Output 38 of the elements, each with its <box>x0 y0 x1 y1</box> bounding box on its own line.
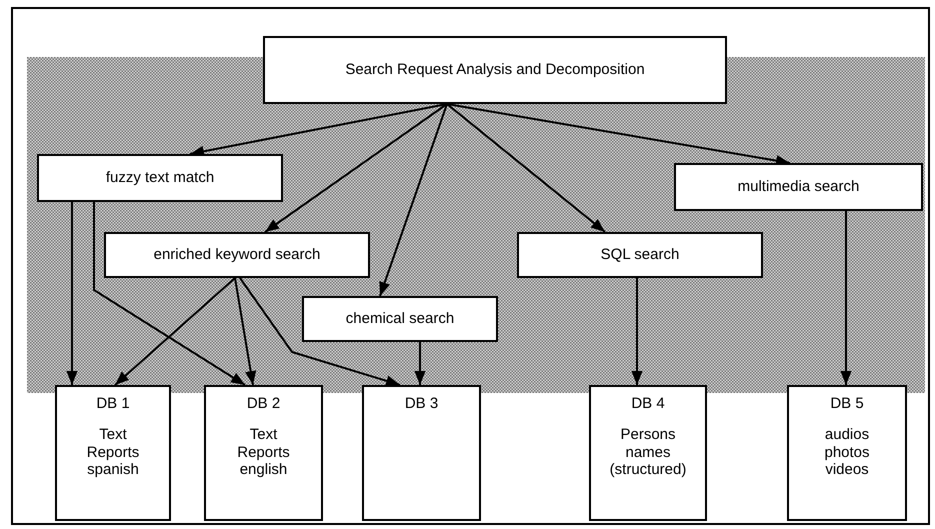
process-box <box>674 163 923 211</box>
database-label: DB 3 <box>404 395 438 412</box>
arrow <box>379 104 448 296</box>
box-label: enriched keyword search <box>154 246 320 264</box>
box-label: Search Request Analysis and Decomposition <box>345 61 645 79</box>
arrow <box>114 277 236 386</box>
arrow <box>93 202 246 386</box>
database-description: Text Reports english <box>237 426 290 478</box>
process-box <box>263 36 727 104</box>
arrow <box>414 342 426 385</box>
database-description: Text Reports spanish <box>86 426 140 478</box>
arrow <box>631 278 643 385</box>
box-label: fuzzy text match <box>106 169 214 187</box>
database-box <box>362 385 481 521</box>
database-box <box>589 385 707 521</box>
box-label: SQL search <box>600 246 680 264</box>
database-box <box>787 385 907 521</box>
database-label: DB 1 <box>96 395 130 412</box>
database-label: DB 2 <box>246 395 280 412</box>
database-label: DB 5 <box>830 395 864 412</box>
database-description: Persons names (structured) <box>610 426 686 478</box>
arrow <box>239 277 400 386</box>
box-label: chemical search <box>346 310 454 328</box>
arrow <box>66 202 78 385</box>
process-box <box>302 296 498 342</box>
arrow <box>264 103 448 233</box>
database-box <box>204 385 323 521</box>
database-label: DB 4 <box>631 395 665 412</box>
arrow <box>234 278 256 386</box>
process-box <box>37 154 283 202</box>
database-description: audios photos videos <box>824 426 870 478</box>
process-box <box>104 232 370 278</box>
process-box <box>517 232 763 278</box>
arrow <box>840 211 852 385</box>
database-box <box>55 385 171 521</box>
box-label: multimedia search <box>738 178 860 196</box>
arrow <box>190 103 448 157</box>
arrow <box>446 103 606 233</box>
